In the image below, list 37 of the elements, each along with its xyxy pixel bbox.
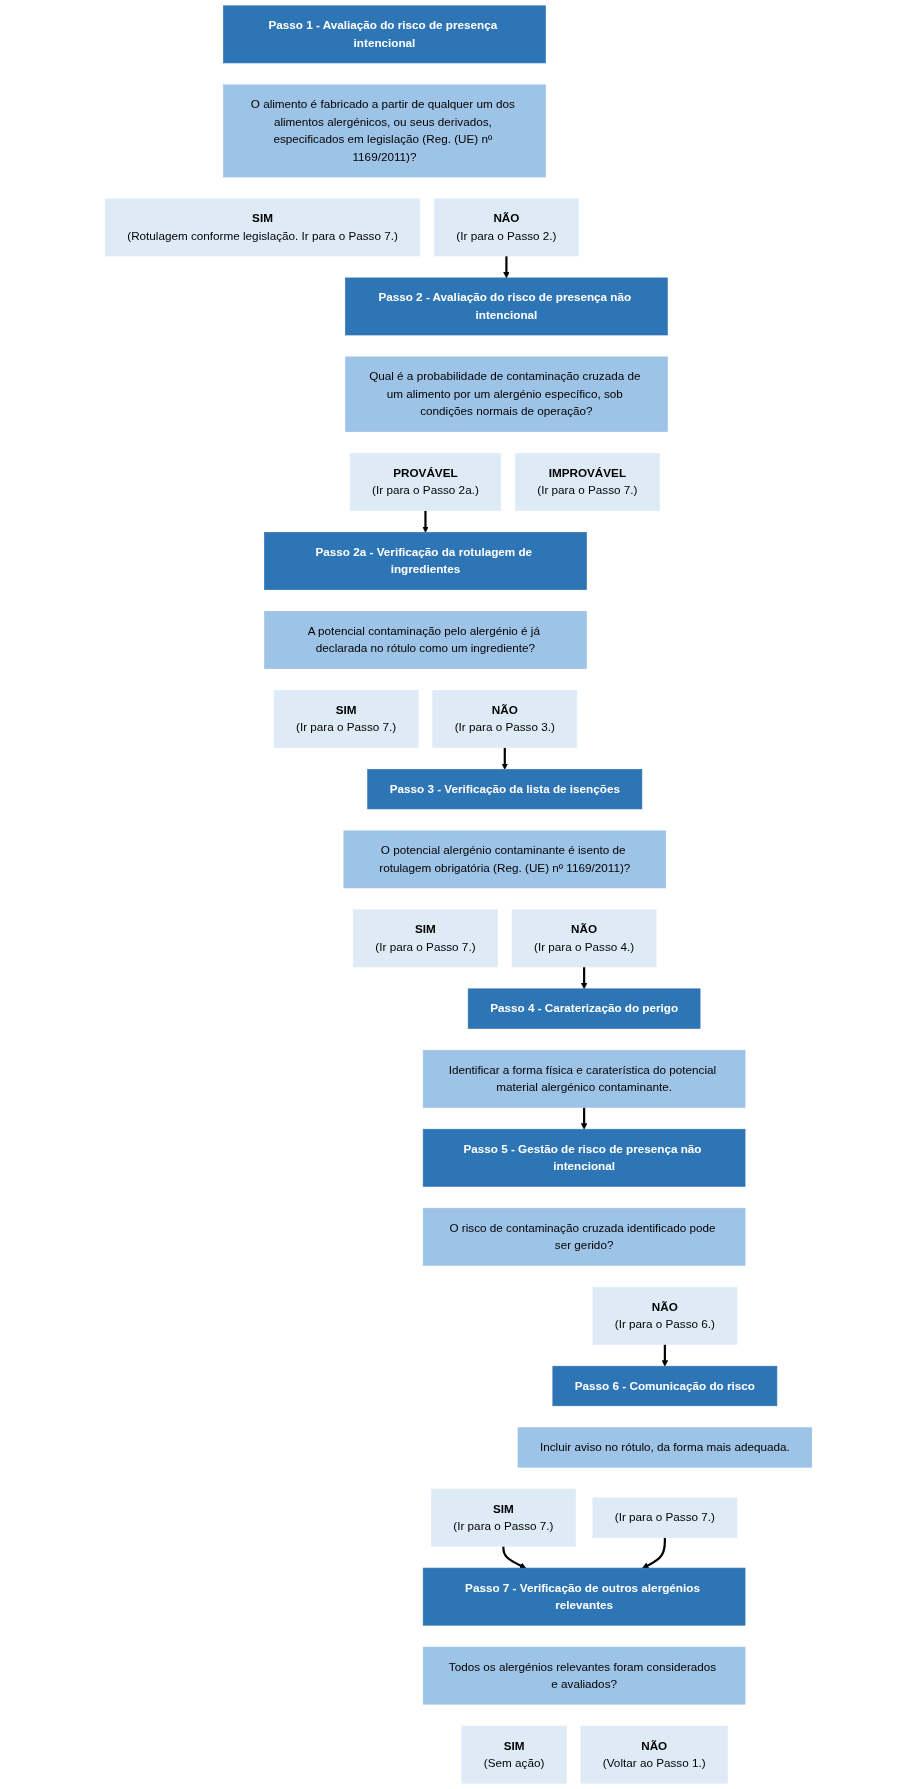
node-box: SIM (Rotulagem conforme legislação. Ir para o Passo 7.) xyxy=(104,198,421,257)
node-box: Todos os alergénios relevantes foram considerados e avaliados? xyxy=(422,1646,746,1705)
node-box: SIM (Ir para o Passo 7.) xyxy=(431,1488,576,1547)
node-box: SIM (Ir para o Passo 7.) xyxy=(273,690,419,748)
node-box: O alimento é fabricado a partir de qualquer um dos alimentos alergénicos, ou seus derivados, especificados em legislação (Reg. (UE) nº 1169/2011)? xyxy=(223,84,546,178)
node-box: PROVÁVEL (Ir para o Passo 2a.) xyxy=(349,453,502,511)
arrow xyxy=(501,747,508,770)
node-box: Incluir aviso no rótulo, da forma mais adequada. xyxy=(517,1427,813,1468)
node-box: NÃO (Ir para o Passo 4.) xyxy=(511,909,657,968)
node-box: Passo 4 - Caraterização do perigo xyxy=(467,988,701,1029)
node-box: NÃO (Ir para o Passo 6.) xyxy=(592,1286,738,1345)
node-box: Passo 3 - Verificação da lista de isenções xyxy=(367,769,643,810)
node-box: NÃO (Voltar ao Passo 1.) xyxy=(580,1725,728,1784)
node-box: (Ir para o Passo 7.) xyxy=(592,1497,738,1538)
node-box: Passo 6 - Comunicação do risco xyxy=(552,1365,778,1407)
node-box: SIM (Sem ação) xyxy=(461,1725,567,1784)
node-box: Passo 2a - Verificação da rotulagem de ingredientes xyxy=(264,532,587,590)
node-box: O risco de contaminação cruzada identificado pode ser gerido? xyxy=(422,1207,746,1266)
arrow xyxy=(503,256,510,279)
arrow xyxy=(580,966,588,990)
node-box: O potencial alergénio contaminante é isento de rotulagem obrigatória (Reg. (UE) nº 1169/2011)? xyxy=(343,830,667,889)
node-box: IMPROVÁVEL (Ir para o Passo 7.) xyxy=(515,453,660,511)
node-box: Qual é a probabilidade de contaminação cruzada de um alimento por um alergénio específico, sob condições normais de operação? xyxy=(345,356,668,432)
node-box: SIM (Ir para o Passo 7.) xyxy=(353,909,498,968)
node-box: Passo 1 - Avaliação do risco de presença intencional xyxy=(223,5,546,64)
arrow xyxy=(422,510,429,533)
node-box: Passo 5 - Gestão de risco de presença não intencional xyxy=(422,1128,746,1187)
node-box: Passo 7 - Verificação de outros alergénios relevantes xyxy=(422,1567,746,1626)
node-box: NÃO (Ir para o Passo 3.) xyxy=(432,690,578,748)
arrow xyxy=(580,1107,588,1130)
node-box: A potencial contaminação pelo alergénio é já declarada no rótulo como um ingrediente? xyxy=(264,611,587,669)
arrow xyxy=(502,1546,527,1569)
node-box: Passo 2 - Avaliação do risco de presença não intencional xyxy=(345,277,668,336)
node-box: Identificar a forma física e caraterística do potencial material alergénico contaminante. xyxy=(422,1049,746,1108)
arrow xyxy=(642,1537,666,1569)
node-box: NÃO (Ir para o Passo 2.) xyxy=(434,198,579,257)
arrow xyxy=(661,1344,669,1367)
